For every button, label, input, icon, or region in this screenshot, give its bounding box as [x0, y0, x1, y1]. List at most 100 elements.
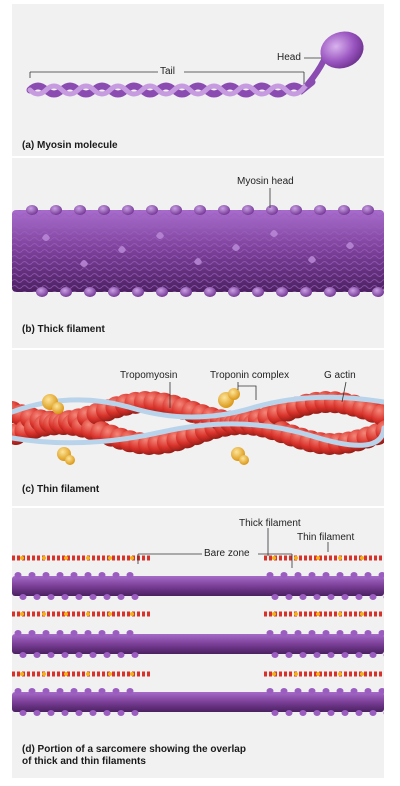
myosin-head-nub: [131, 710, 139, 716]
myosin-head-nub: [341, 710, 349, 716]
myosin-head-surface: [80, 260, 88, 267]
myosin-head-nub: [271, 652, 279, 658]
myosin-head-nub: [299, 652, 307, 658]
myosin-head-nub: [266, 688, 274, 694]
myosin-head-bottom: [132, 287, 144, 297]
myosin-head-top: [314, 205, 326, 215]
myosin-head-nub: [378, 630, 384, 636]
myosin-head-nub: [350, 688, 358, 694]
myosin-head-nub: [84, 688, 92, 694]
myosin-head-bottom: [156, 287, 168, 297]
myosin-head-surface: [346, 242, 354, 249]
myosin-head-nub: [42, 688, 50, 694]
myosin-head-nub: [126, 630, 134, 636]
myosin-head-nub: [56, 572, 64, 578]
myosin-head-nub: [271, 710, 279, 716]
caption-d-line2: of thick and thin filaments: [22, 756, 146, 767]
myosin-head-nub: [117, 710, 125, 716]
myosin-head-surface: [308, 256, 316, 263]
myosin-head-nub: [56, 630, 64, 636]
troponin-dot: [272, 672, 276, 676]
myosin-head-nub: [61, 710, 69, 716]
troponin-dot: [272, 612, 276, 616]
myosin-head-bottom: [36, 287, 48, 297]
troponin-dot: [294, 612, 298, 616]
myosin-head-nub: [299, 710, 307, 716]
label-bare-zone: Bare zone: [202, 548, 252, 559]
caption-c: (c) Thin filament: [22, 484, 100, 495]
myosin-head-nub: [322, 630, 330, 636]
myosin-head-nub: [327, 710, 335, 716]
myosin-head-nub: [14, 572, 22, 578]
myosin-head-nub: [126, 572, 134, 578]
myosin-head-nub: [75, 594, 83, 600]
thick-filament-row: [12, 576, 384, 596]
myosin-head-nub: [89, 710, 97, 716]
tail-bracket: [29, 71, 305, 84]
thin-filament-leaders: [169, 381, 347, 408]
caption-d-line1: (d) Portion of a sarcomere showing the o…: [22, 744, 246, 755]
myosin-head-nub: [355, 710, 363, 716]
troponin-dot: [272, 556, 276, 560]
myosin-head-nub: [383, 595, 384, 599]
troponin-dot: [42, 612, 46, 616]
myosin-head-nub: [117, 652, 125, 658]
myosin-head-nub: [383, 711, 384, 715]
myosin-head-top: [170, 205, 182, 215]
myosin-head-nub: [89, 652, 97, 658]
thin-filament-illustration: [12, 381, 384, 465]
myosin-head-nub: [355, 594, 363, 600]
panel-myosin-molecule: Head Tail (a) Myosin molecule: [12, 4, 384, 156]
myosin-head-top: [218, 205, 230, 215]
myosin-head-nub: [70, 572, 78, 578]
troponin-dot: [360, 612, 364, 616]
myosin-head-nub: [28, 572, 36, 578]
myosin-head-nub: [308, 630, 316, 636]
myosin-head-nub: [308, 688, 316, 694]
myosin-head-nub: [369, 652, 377, 658]
troponin-dot: [64, 612, 68, 616]
troponin-dot: [20, 556, 24, 560]
myosin-head-bottom: [84, 287, 96, 297]
myosin-head-nub: [308, 572, 316, 578]
myosin-head-nub: [75, 652, 83, 658]
myosin-head-bottom: [300, 287, 312, 297]
myosin-head-nub: [61, 594, 69, 600]
myosin-head-nub: [103, 652, 111, 658]
troponin-dot: [294, 672, 298, 676]
myosin-head-top: [362, 205, 374, 215]
myosin-head-top: [26, 205, 38, 215]
myosin-head-nub: [98, 630, 106, 636]
troponin-dot: [86, 556, 90, 560]
troponin-dot: [360, 672, 364, 676]
myosin-head-nub: [42, 630, 50, 636]
troponin-dot: [64, 556, 68, 560]
thick-filament-row: [12, 692, 384, 712]
myosin-head-surface: [270, 230, 278, 237]
myosin-head: [320, 31, 364, 69]
label-head: Head: [277, 52, 301, 63]
troponin-dot: [338, 672, 342, 676]
myosin-head-surface: [232, 244, 240, 251]
myosin-head-nub: [327, 652, 335, 658]
myosin-head-nub: [327, 594, 335, 600]
troponin-dot: [316, 556, 320, 560]
label-thin-filament: Thin filament: [297, 532, 355, 543]
myosin-head-nub: [70, 630, 78, 636]
myosin-head-nub: [294, 688, 302, 694]
troponin-dot: [20, 672, 24, 676]
myosin-head-nub: [280, 688, 288, 694]
troponin-dot: [130, 672, 134, 676]
myosin-head-top: [242, 205, 254, 215]
myosin-head-nub: [322, 572, 330, 578]
myosin-head-bottom: [324, 287, 336, 297]
myosin-head-nub: [364, 572, 372, 578]
panel-thick-filament: Myosin head (b) Thick filament: [12, 158, 384, 348]
myosin-head-top: [122, 205, 134, 215]
myosin-head-top: [266, 205, 278, 215]
myosin-head-nub: [117, 594, 125, 600]
label-troponin-complex: Troponin complex: [210, 370, 290, 381]
troponin-dot: [64, 672, 68, 676]
myosin-head-top: [290, 205, 302, 215]
myosin-head-nub: [369, 710, 377, 716]
